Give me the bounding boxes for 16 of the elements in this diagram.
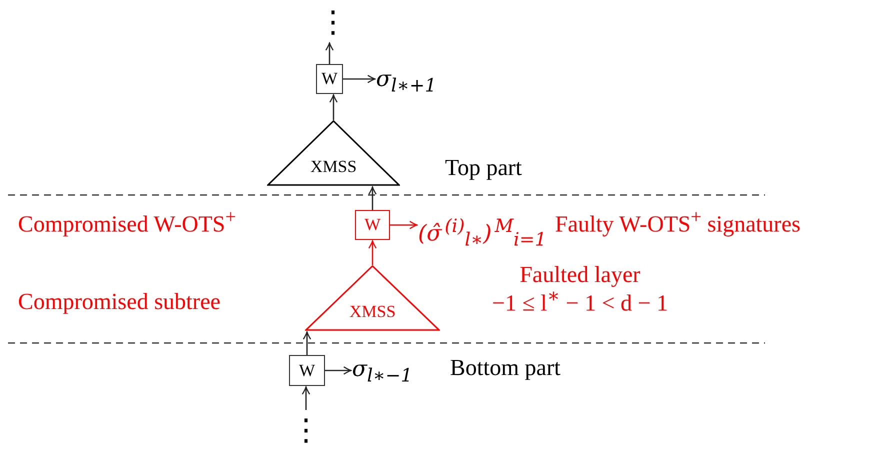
ellipsis-mark: ⋮	[320, 2, 346, 42]
signature-label: σ$_{l∗−1}$	[352, 350, 452, 390]
annotation-text: Compromised W-OTS$^{+}$	[18, 207, 236, 237]
w-box: W	[355, 210, 390, 240]
annotation-text: −1 ≤ l$^{∗}$ − 1 < d − 1	[492, 286, 668, 316]
w-box: W	[289, 355, 325, 386]
annotation-text: Bottom part	[450, 355, 561, 380]
signature-label: σ$_{l∗+1}$	[376, 60, 476, 100]
annotation-text: Faulted layer	[520, 262, 640, 288]
xmss-triangle: XMSS	[305, 265, 440, 331]
w-box: W	[316, 64, 343, 94]
annotation-text: Faulty W-OTS$^{+}$ signatures	[555, 207, 800, 237]
annotation-text: Compromised subtree	[18, 289, 220, 314]
annotation-text: Top part	[445, 155, 522, 180]
xmss-triangle: XMSS	[267, 120, 400, 186]
ellipsis-mark: ⋮	[293, 410, 319, 450]
